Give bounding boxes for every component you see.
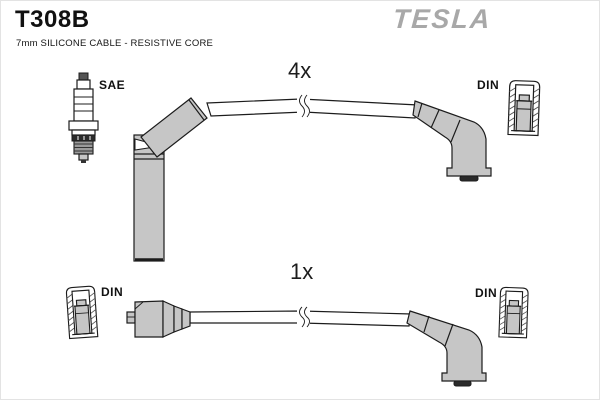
din-terminal-label-top-right: DIN xyxy=(477,78,500,92)
top-cable-drawing xyxy=(133,94,492,262)
spark-plug-icon xyxy=(68,72,99,163)
bottom-cable-drawing xyxy=(126,300,487,387)
din-connector-icon xyxy=(498,286,529,339)
sae-terminal-label: SAE xyxy=(99,78,126,92)
bottom-cable-quantity: 1x xyxy=(290,259,314,284)
cable-break-icon xyxy=(297,94,310,118)
din-connector-icon xyxy=(507,79,541,137)
din-connector-icon xyxy=(65,285,99,340)
din-terminal-label-bottom-right: DIN xyxy=(475,286,498,300)
cable-break-icon xyxy=(297,306,310,328)
din-terminal-label-bottom-left: DIN xyxy=(101,285,124,299)
part-number: T308B xyxy=(15,6,90,33)
brand-logo: TESLA xyxy=(391,4,493,34)
top-cable-quantity: 4x xyxy=(288,58,312,83)
product-subtitle: 7mm SILICONE CABLE - RESISTIVE CORE xyxy=(16,38,214,49)
